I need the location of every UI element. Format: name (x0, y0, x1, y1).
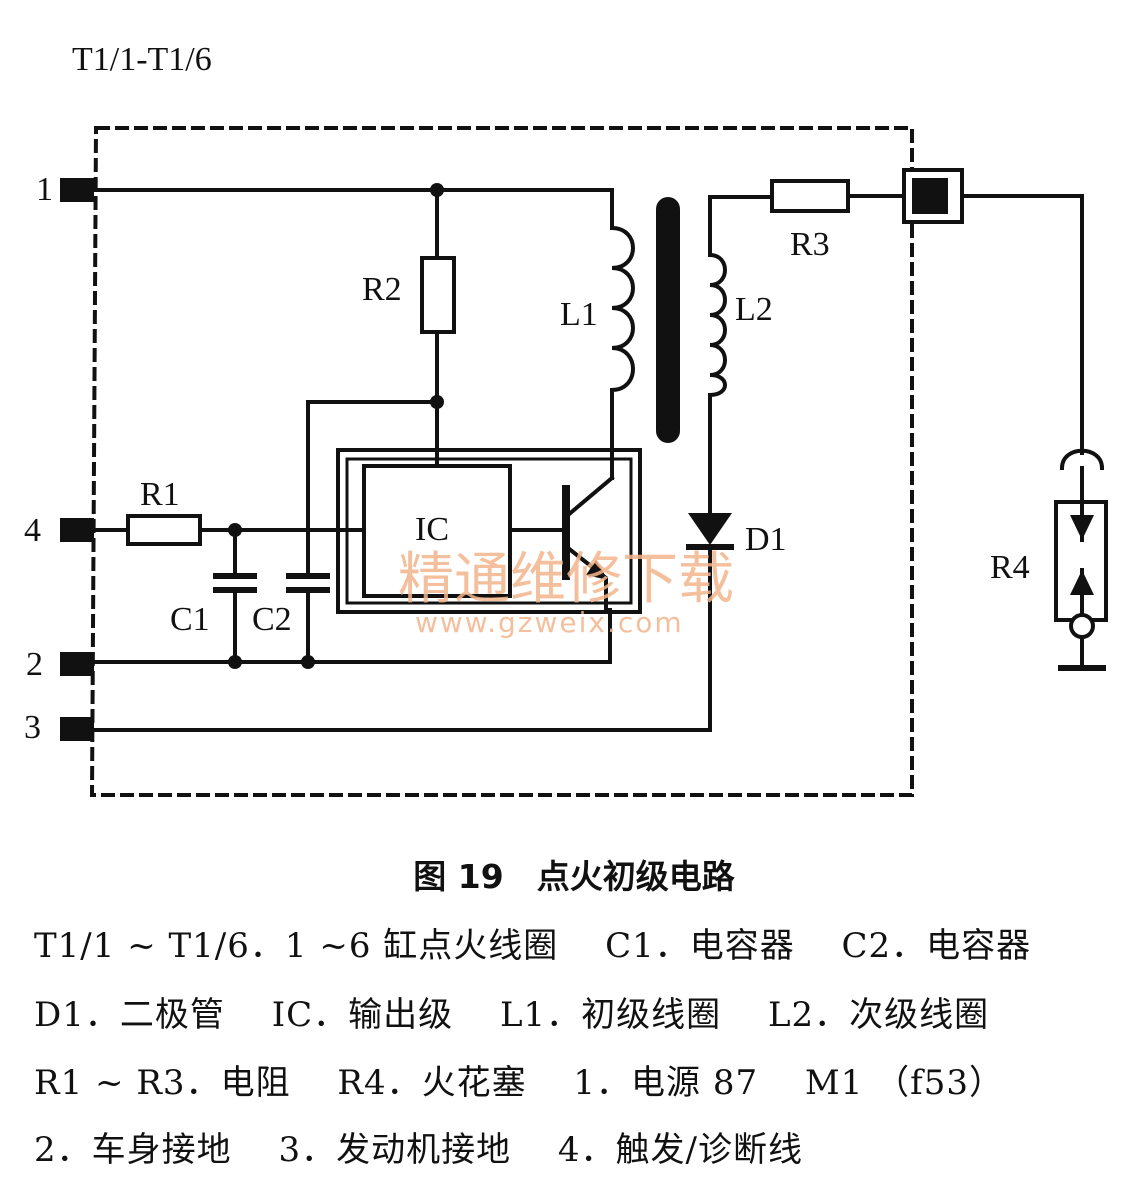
terminal-4-label: 4 (24, 512, 41, 549)
transistor-collector (565, 475, 615, 518)
engine-ground-wire (92, 545, 712, 732)
ic-label: IC (415, 511, 449, 548)
plug-terminal (1069, 613, 1095, 639)
legend-line-4: 2．车身接地 3．发动机接地 4．触发/诊断线 (34, 1130, 803, 1170)
terminal-2-label: 2 (26, 646, 43, 683)
hv-lead (960, 194, 1084, 455)
r2-label: R2 (362, 271, 402, 308)
r1-resistor (126, 514, 202, 546)
l1-label: L1 (560, 296, 598, 333)
coil-housing-outline (89, 126, 914, 797)
c2-capacitor (286, 573, 330, 593)
watermark-text: 精通维修下载 (398, 547, 734, 612)
terminal-2-pin (60, 652, 94, 676)
terminal-4-pin (60, 518, 94, 542)
r3-resistor (770, 179, 850, 213)
header-label: T1/1-T1/6 (72, 41, 212, 78)
emitter-arrow-icon (586, 560, 608, 580)
c1-capacitor (213, 573, 257, 593)
r2-resistor (420, 256, 456, 334)
figure-caption: 图 19 点火初级电路 (413, 857, 735, 896)
legend-line-1: T1/1 ~ T1/6．1 ~6 缸点火线圈 C1．电容器 C2．电容器 (34, 926, 1032, 966)
ic-block (362, 464, 512, 598)
legend-line-3: R1 ~ R3．电阻 R4．火花塞 1．电源 87 M1 （f53） (34, 1063, 1005, 1103)
chassis-ground-wire (92, 608, 612, 664)
junction-dot (228, 655, 242, 669)
watermark-url: www.gzweix.com (415, 606, 684, 639)
legend-line-2: D1．二极管 IC．输出级 L1．初级线圈 L2．次级线圈 (34, 995, 990, 1035)
plug-cap-icon (1059, 448, 1105, 471)
c2-label: C2 (252, 601, 292, 638)
junction-dot (301, 655, 315, 669)
c1-label: C1 (170, 601, 210, 638)
c2-lead-top (306, 400, 439, 578)
terminal-3-label: 3 (24, 709, 41, 746)
r1-label: R1 (140, 476, 180, 513)
r3-label: R3 (790, 226, 830, 263)
transformer-core (656, 197, 680, 443)
l2-label: L2 (735, 291, 773, 328)
hv-output-contact (912, 178, 948, 214)
arrow-up-icon (1070, 570, 1094, 595)
l2-coil (708, 195, 774, 515)
d1-diode (688, 513, 732, 545)
d1-label: D1 (745, 521, 787, 558)
terminal-1-pin (60, 178, 94, 202)
terminal-1-label: 1 (36, 171, 53, 208)
supply-wire (92, 188, 614, 207)
arrow-down-icon (1070, 515, 1094, 540)
l1-coil (610, 203, 635, 480)
terminal-3-pin (60, 717, 94, 741)
r4-label: R4 (990, 549, 1030, 586)
